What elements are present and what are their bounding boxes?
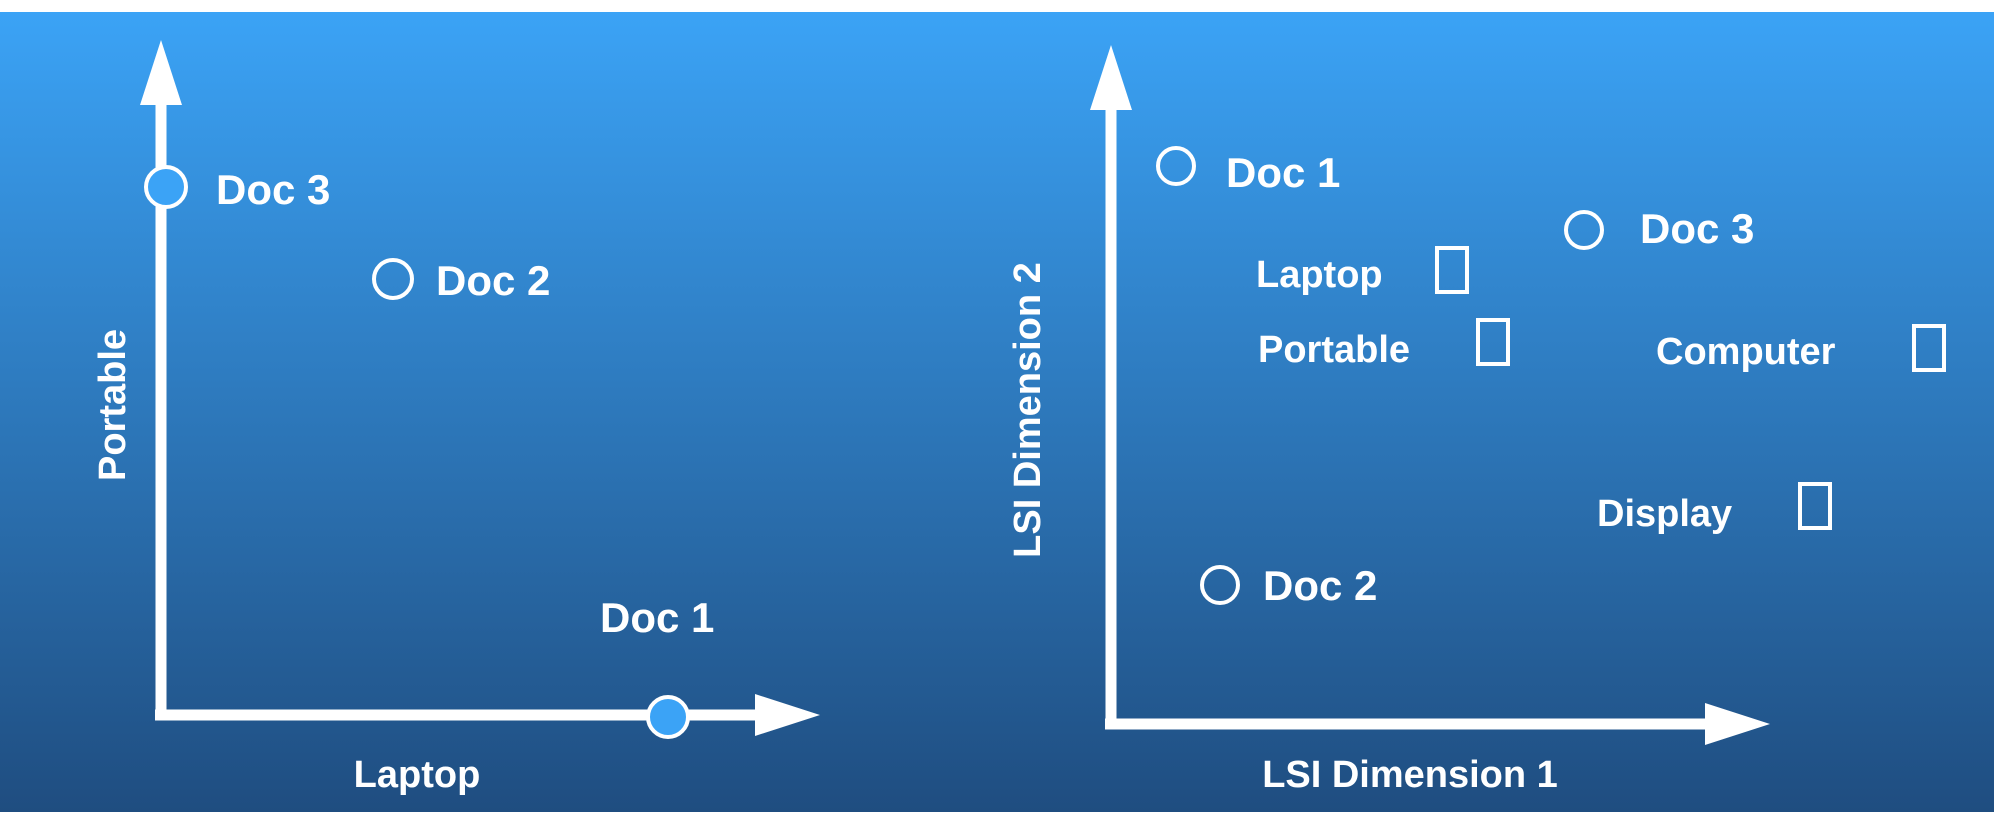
right-doc-2-label: Doc 2 <box>1263 562 1377 609</box>
right-term-display-marker <box>1798 482 1832 530</box>
background-panel <box>0 12 1994 812</box>
left-x-axis-arrow <box>755 694 820 736</box>
right-y-axis-arrow <box>1090 45 1132 110</box>
left-doc-2-label: Doc 2 <box>436 257 550 304</box>
right-x-axis-label: LSI Dimension 1 <box>1262 754 1558 796</box>
right-doc-3-label: Doc 3 <box>1640 205 1754 252</box>
left-doc-3-marker <box>144 165 188 209</box>
right-doc-2-marker <box>1200 565 1240 605</box>
left-doc-2-marker <box>372 258 414 300</box>
right-term-laptop-label: Laptop <box>1256 254 1383 296</box>
right-doc-1-marker <box>1156 146 1196 186</box>
right-x-axis-arrow <box>1705 703 1770 745</box>
right-term-portable-marker <box>1476 318 1510 366</box>
right-term-computer-marker <box>1912 324 1946 372</box>
left-doc-1-marker <box>646 695 690 739</box>
left-doc-3-label: Doc 3 <box>216 166 330 213</box>
left-panel: Portable Laptop Doc 3 Doc 2 Doc 1 <box>92 40 820 796</box>
left-y-axis-label: Portable <box>92 329 134 481</box>
left-x-axis-label: Laptop <box>354 754 481 796</box>
left-doc-1-label: Doc 1 <box>600 594 714 641</box>
right-y-axis-label: LSI Dimension 2 <box>1007 262 1049 558</box>
right-term-laptop-marker <box>1435 246 1469 294</box>
right-doc-3-marker <box>1564 210 1604 250</box>
right-doc-1-label: Doc 1 <box>1226 149 1340 196</box>
right-panel: LSI Dimension 2 LSI Dimension 1 Doc 1 Do… <box>1007 45 1946 796</box>
right-term-display-label: Display <box>1597 493 1732 535</box>
left-y-axis-arrow <box>140 40 182 105</box>
right-term-portable-label: Portable <box>1258 329 1410 371</box>
right-term-computer-label: Computer <box>1656 331 1836 373</box>
